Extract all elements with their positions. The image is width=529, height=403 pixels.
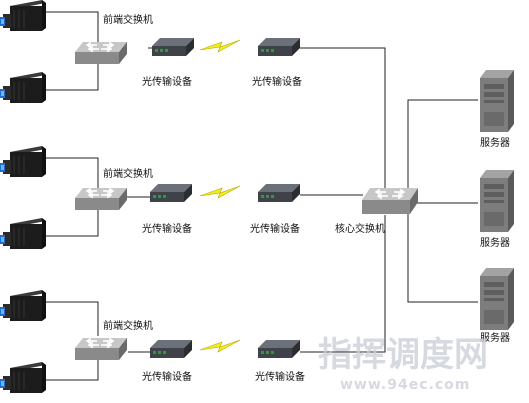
camera-icon (0, 361, 47, 394)
lightning-link-icon (199, 185, 241, 199)
camera-icon (0, 0, 47, 32)
optical-device-label: 光传输设备 (142, 75, 192, 88)
front-switch-label: 前端交换机 (103, 13, 153, 26)
server-icon (480, 70, 514, 132)
core-switch-icon (361, 187, 419, 215)
servers: 服务器 服务器 服务器 (480, 70, 514, 344)
core-switch: 核心交换机 (335, 187, 419, 235)
server-icon (480, 170, 514, 232)
optical-device-label: 光传输设备 (142, 370, 192, 383)
group-2: 前端交换机 光传输设备 光传输设备 (0, 145, 300, 250)
front-switch-icon (74, 41, 128, 65)
optical-device-label: 光传输设备 (255, 370, 305, 383)
camera-icon (0, 289, 47, 322)
optical-device-label: 光传输设备 (142, 222, 192, 235)
front-switch-label: 前端交换机 (103, 167, 153, 180)
camera-icon (0, 217, 47, 250)
optical-device-icon (150, 340, 192, 358)
server-icon (480, 268, 514, 330)
lightning-link-icon (199, 339, 241, 353)
watermark-text: 指挥调度网 (318, 335, 488, 375)
watermark: 指挥调度网 www.94ec.com (318, 335, 488, 393)
optical-device-label: 光传输设备 (252, 75, 302, 88)
camera-icon (0, 71, 47, 104)
watermark-url: www.94ec.com (340, 377, 470, 393)
server-label: 服务器 (480, 331, 510, 344)
optical-device-icon (152, 38, 194, 56)
optical-device-icon (258, 340, 300, 358)
optical-device-icon (258, 38, 300, 56)
optical-device-icon (258, 184, 300, 202)
front-switch-icon (74, 337, 128, 361)
optical-device-icon (150, 184, 192, 202)
group-1: 前端交换机 光传输设备 光传输设备 (0, 0, 302, 104)
core-switch-label: 核心交换机 (335, 222, 385, 235)
server-label: 服务器 (480, 136, 510, 149)
front-switch-icon (74, 187, 128, 211)
server-label: 服务器 (480, 236, 510, 249)
optical-device-label: 光传输设备 (250, 222, 300, 235)
front-switch-label: 前端交换机 (103, 319, 153, 332)
lightning-link-icon (199, 39, 241, 53)
camera-icon (0, 145, 47, 178)
group-3: 前端交换机 光传输设备 光传输设备 (0, 289, 305, 394)
